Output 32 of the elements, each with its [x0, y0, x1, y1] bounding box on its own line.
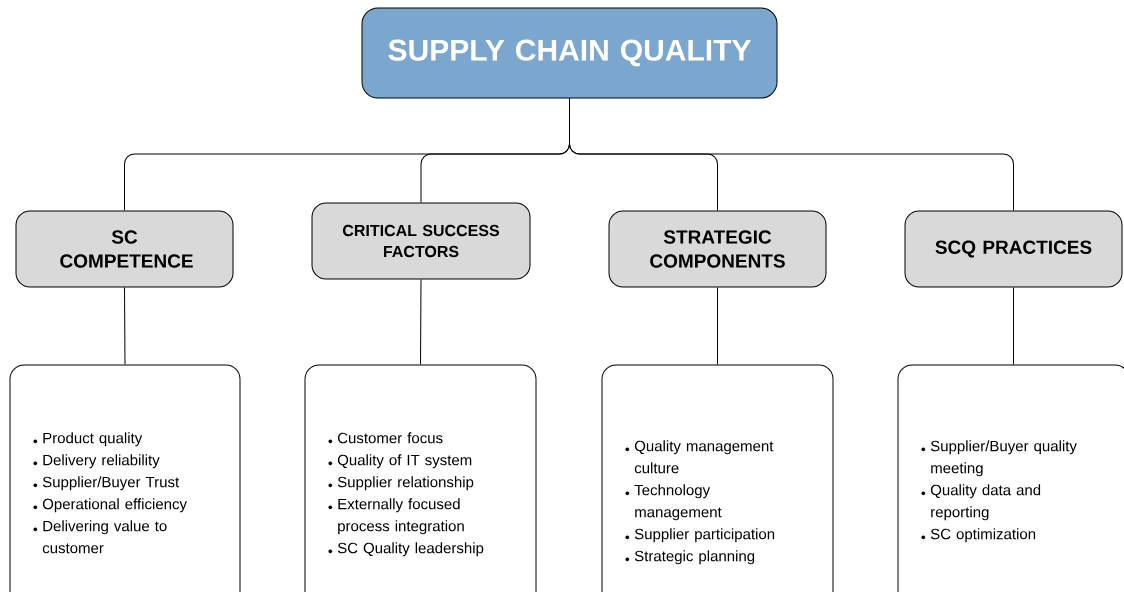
- category-box: SC COMPETENCE: [15, 210, 234, 288]
- category-box: SCQ PRACTICES: [904, 210, 1123, 288]
- node-label: Externally focused process integration: [338, 498, 464, 535]
- list-box: [897, 364, 1124, 592]
- connector-line: [717, 287, 718, 365]
- node-label: Delivering value to customer: [42, 520, 167, 554]
- node-label: Quality management culture: [634, 440, 774, 474]
- list-box: [601, 364, 834, 592]
- bullet-list: Quality management culture Technology management Supplier participation Strategic planning: [625, 440, 775, 565]
- node-label: Product quality: [43, 432, 143, 447]
- node-label: Strategic planning: [634, 550, 755, 565]
- node-label: Operational efficiency: [42, 498, 187, 513]
- node-label: Supplier participation: [634, 528, 775, 543]
- title-box: SUPPLY CHAIN QUALITY: [361, 7, 778, 99]
- node-label: Delivery reliability: [43, 454, 160, 469]
- category-box: CRITICAL SUCCESS FACTORS: [311, 202, 531, 280]
- category-box: STRATEGIC COMPONENTS: [608, 210, 827, 288]
- connector-line: [420, 279, 422, 365]
- node-label: Customer focus: [337, 432, 443, 444]
- node-label: Supplier relationship: [337, 476, 474, 491]
- node-label: Quality of IT system: [337, 454, 472, 469]
- connector-line: [124, 287, 126, 365]
- node-label: Supplier/Buyer Trust: [42, 476, 180, 491]
- connector-line: [1013, 287, 1014, 365]
- node-label: SC Quality leadership: [337, 542, 484, 557]
- list-box: [304, 364, 537, 592]
- list-box: [9, 364, 241, 592]
- bullet-list: Customer focus Quality of IT system Supplier relationship Externally focused process integration SC Quality leadership: [328, 432, 484, 557]
- bullet-list: Product quality Delivery reliability Supplier/Buyer Trust Operational efficiency Delivering value to customer: [33, 432, 187, 554]
- node-label: Technology management: [634, 484, 722, 521]
- connector-line: [569, 98, 1014, 211]
- bullet-list: Supplier/Buyer quality meeting Quality data and reporting SC optimization: [921, 440, 1077, 543]
